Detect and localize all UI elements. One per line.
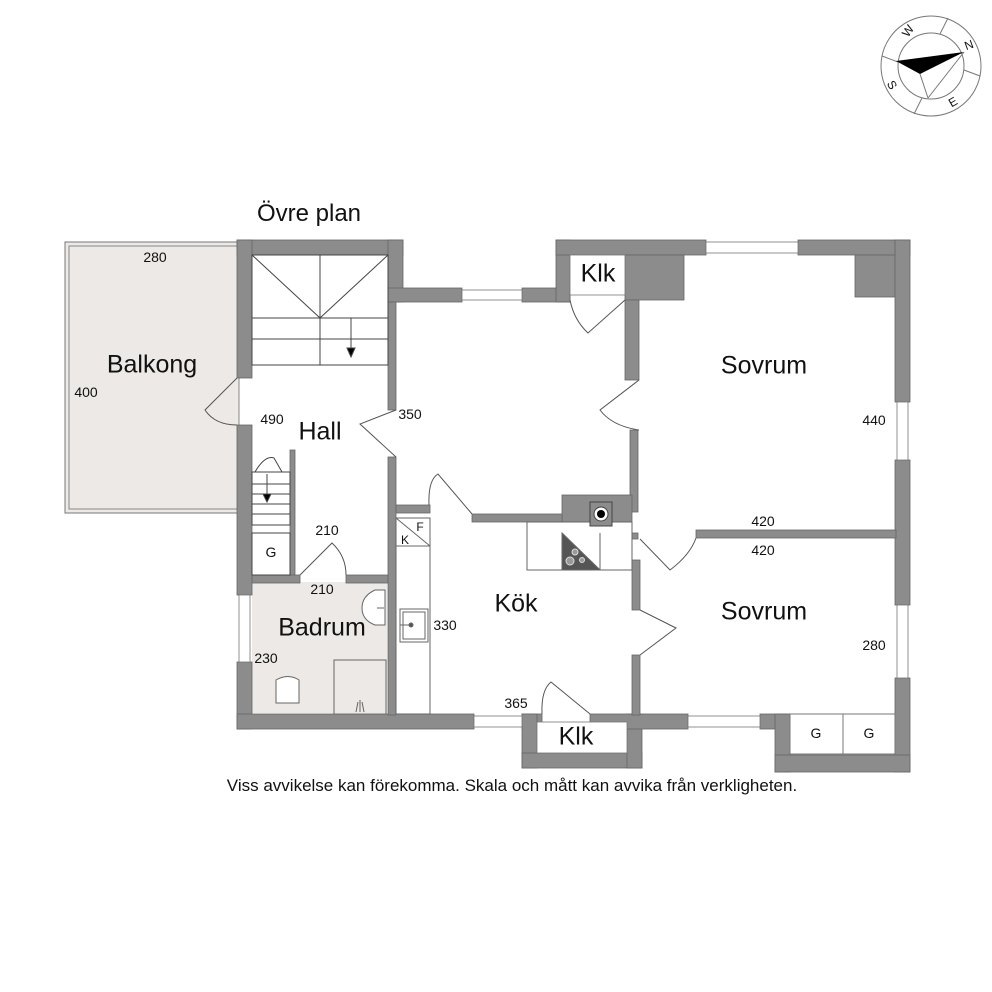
room-label-klk-bottom: Klk — [558, 722, 594, 751]
windows — [238, 241, 909, 728]
small-staircase — [251, 457, 291, 526]
fridge-label: K — [400, 533, 410, 547]
doors — [204, 299, 697, 715]
kitchen-counters — [395, 517, 633, 715]
room-label-sovrum-top: Sovrum — [720, 351, 808, 380]
hall-closet-label: G — [265, 544, 277, 560]
compass-rose: W N S E — [878, 14, 984, 118]
wardrobe-1-label: G — [810, 725, 822, 741]
room-label-badrum: Badrum — [278, 613, 366, 642]
dim-balkong-width: 280 — [143, 249, 167, 265]
dim-kok-width: 365 — [504, 695, 528, 711]
walls — [236, 239, 911, 773]
balcony-area — [64, 241, 240, 514]
dim-badrum-width: 210 — [310, 581, 334, 597]
dim-hall-height: 490 — [260, 411, 284, 427]
dim-sovrum-top-height: 440 — [862, 412, 886, 428]
dim-badrum-height: 230 — [254, 650, 278, 666]
room-label-klk-top: Klk — [580, 259, 616, 288]
staircase — [251, 254, 389, 366]
room-label-balkong: Balkong — [106, 350, 198, 379]
dim-sovrum-bottom-width: 420 — [751, 542, 775, 558]
dim-living-height: 350 — [398, 406, 422, 422]
wardrobes — [789, 713, 896, 755]
compass-icon — [880, 15, 982, 117]
disclaimer-text: Viss avvikelse kan förekomma. Skala och … — [226, 776, 798, 795]
dim-sovrum-bottom-height: 280 — [862, 637, 886, 653]
bathroom-fixtures — [275, 589, 387, 715]
dim-hall-door: 210 — [315, 522, 339, 538]
wardrobe-2-label: G — [863, 725, 875, 741]
dim-balkong-height: 400 — [74, 384, 98, 400]
freezer-label: F — [416, 520, 424, 534]
dim-sovrum-top-width: 420 — [751, 513, 775, 529]
dim-kok-height: 330 — [433, 617, 457, 633]
room-label-kok: Kök — [494, 589, 538, 618]
chimney — [589, 501, 613, 527]
room-label-hall: Hall — [298, 417, 342, 446]
room-label-sovrum-bottom: Sovrum — [720, 597, 808, 626]
plan-title: Övre plan — [256, 200, 362, 227]
